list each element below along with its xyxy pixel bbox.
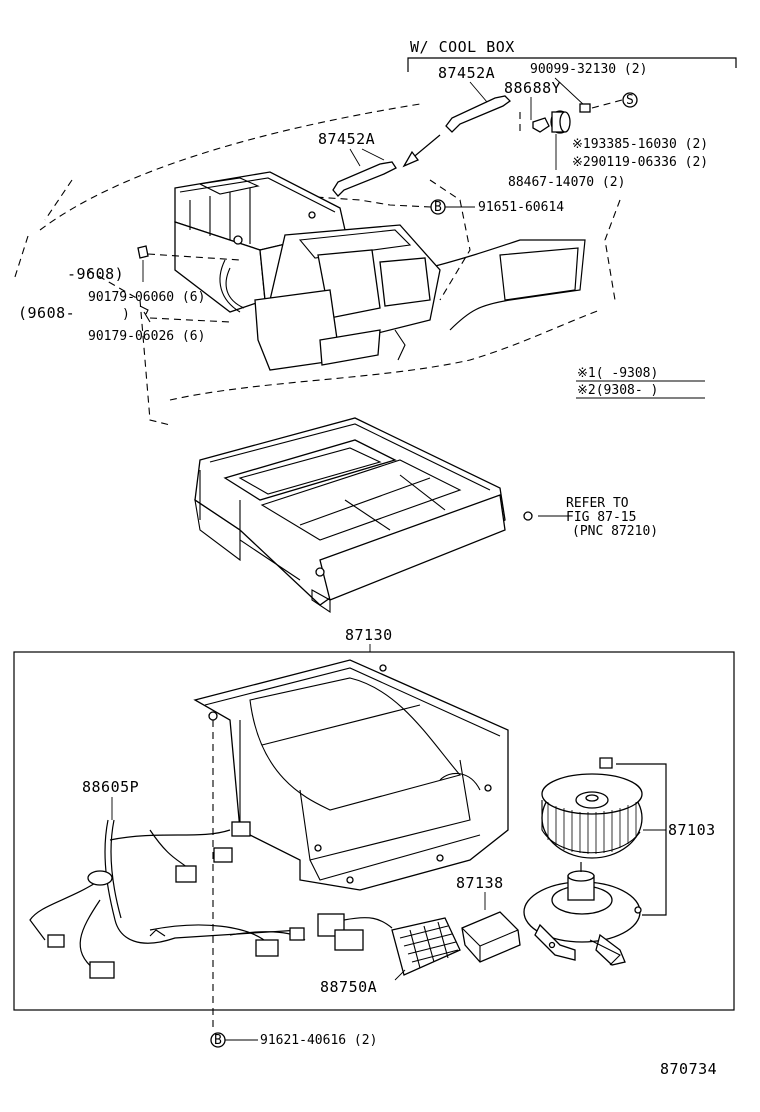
label-91621-40616: 91621-40616 (2) (260, 1033, 377, 1048)
note-2: ※2(9308- ) (577, 383, 658, 398)
label-87103: 87103 (668, 821, 716, 839)
label-87130: 87130 (345, 626, 393, 644)
part-88750A: 88750A (317, 913, 461, 996)
label-90099-32130: 90099-32130 (2) (530, 62, 647, 77)
label-90179-06026: 90179-06026 (6) (88, 329, 205, 344)
cooling-unit-assembly (174, 171, 441, 371)
dashboard-outline (13, 103, 621, 426)
label-range-from-9608-close: ) (122, 307, 130, 322)
wiring-harness-88605P: 88605P (29, 778, 306, 979)
blower-motor (523, 862, 642, 966)
label-88467-14070: 88467-14070 (2) (508, 175, 625, 190)
label-87103-leader: 87103 (616, 763, 716, 916)
label-193385-16030: ※193385-16030 (2) (572, 137, 708, 152)
blower-fan-87103 (541, 757, 643, 859)
label-87452A-top: 87452A (438, 64, 495, 82)
bolt-B-icon-bottom: B 91621-40616 (2) (210, 1032, 377, 1048)
note-1: ※1( -9308) (577, 366, 658, 381)
refer-line-3: (PNC 87210) (572, 524, 658, 539)
refer-note: REFER TO FIG 87-15 (PNC 87210) (538, 496, 658, 539)
bolt-B-icon-top: B 91651-60614 (299, 195, 564, 215)
label-290119-06336: ※290119-06336 (2) (572, 155, 708, 170)
refer-line-1: REFER TO (566, 496, 629, 511)
label-range-from-9608: (9608- (18, 304, 75, 322)
bolt-90179-06026 (139, 305, 231, 323)
cool-box-bracket: W/ COOL BOX (407, 38, 737, 72)
part-88467-14070: 88467-14070 (2) (508, 110, 625, 190)
bracket-87452A-top: 87452A (438, 64, 512, 133)
label-90179-06060: 90179-06060 (6) (88, 290, 205, 305)
blower-case (193, 659, 509, 891)
svg-text:B: B (214, 1033, 222, 1048)
label-87452A-mid: 87452A (318, 130, 375, 148)
blower-unit-box (13, 651, 735, 1011)
label-88688Y: 88688Y (504, 79, 561, 97)
part-88688Y: 88688Y (504, 79, 561, 134)
heater-housing (194, 417, 533, 614)
bracket-87452A-mid: 87452A (318, 130, 397, 197)
label-88605P: 88605P (82, 778, 139, 796)
svg-text:B: B (434, 200, 442, 215)
screw-90099-32130: 90099-32130 (2) (530, 62, 647, 113)
date-notes: ※1( -9308) ※2(9308- ) (576, 366, 705, 399)
cool-box-header: W/ COOL BOX (410, 38, 515, 56)
figure-number: 870734 (660, 1060, 717, 1078)
bolt-S-icon: S (622, 92, 638, 108)
refer-line-2: FIG 87-15 (566, 510, 636, 525)
label-91651-60614: 91651-60614 (478, 200, 564, 215)
arrow-icon (402, 134, 441, 168)
part-87138: 87138 (456, 874, 521, 963)
label-87138: 87138 (456, 874, 504, 892)
label-88750A: 88750A (320, 978, 377, 996)
bolt-90179-06060 (137, 245, 241, 282)
label-range-to-9608: -9608) (67, 265, 124, 283)
svg-text:S: S (626, 93, 634, 108)
